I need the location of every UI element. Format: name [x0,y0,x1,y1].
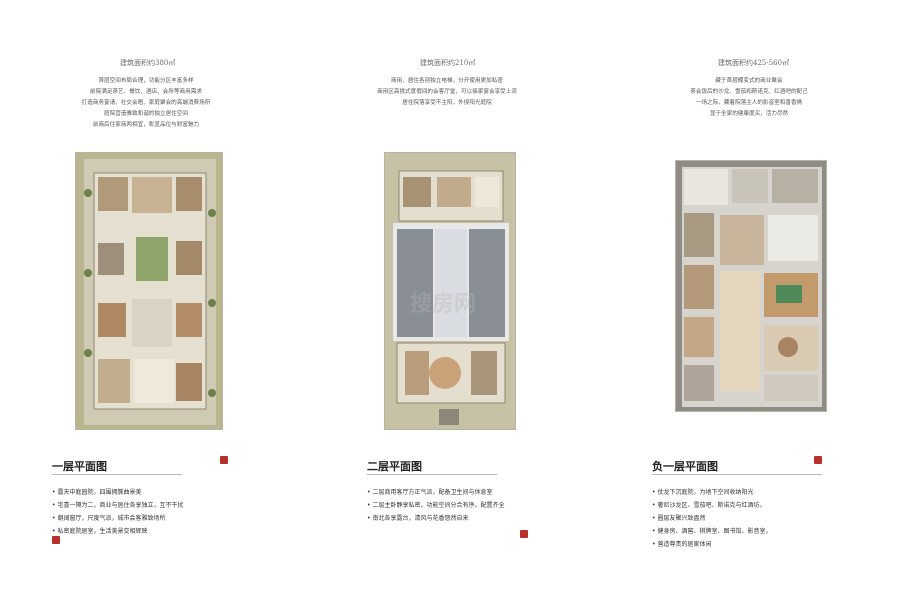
feature-item: 朝阔窗厅，尺度气派，城市会客雅致场所 [52,512,183,525]
floor-plan-image [675,160,827,412]
description-line: 显于全家的健康度买，活力尽然 [709,111,789,117]
area-label: 建筑面积约425-560㎡ [718,59,790,67]
description-line: 商用区高挑式度假间的会客厅堂，可以接家宴会享受上流 [377,89,517,95]
description-line: 前商后住家商两相宜，彰显品位与财富魅力 [92,122,200,128]
plan-column-second-floor: 建筑面积约210㎡ 商用、居住各别独立电梯，分开使用更加私密 商用区高挑式度假间… [300,0,600,600]
area-label: 建筑面积约210㎡ [420,59,476,67]
title-divider [652,474,822,475]
description-line: 商用、居住各别独立电梯，分开使用更加私密 [391,78,503,84]
plan-description: 商用、居住各别独立电梯，分开使用更加私密 商用区高挑式度假间的会客厅堂，可以接家… [352,76,542,109]
description-line: 居住院落享受不主阳，外授阳光庭院 [402,100,492,106]
red-seal-stamp [814,456,822,464]
floor-plan-image [384,152,516,430]
description-line: 打造商务宴请、社交会晤、家庭聚会的高端消费场所 [81,100,211,106]
description-line: 藏于首层蝶变式的商业聚会 [715,78,783,84]
feature-list: 二层商用客厅方正气派，配备卫生间与休息室 二层主卧静享私密，功能空间分合有序，配… [367,486,504,525]
feature-item: 宅喜一隔为二，商业与居住各享独立，互不干扰 [52,499,183,512]
feature-item: 奢尼沙龙区、雪茄吧、斯诺克与红酒坊， [652,499,771,512]
floor-plan-title: 负一层平面图 [652,460,718,473]
feature-item: 二层商用客厅方正气派，配备卫生间与休息室 [367,486,504,499]
watermark: 搜房网 [410,292,477,317]
feature-item: 健身房、酒窖、棋牌室、图书馆、影音室， [652,525,771,538]
description-line: 前院满足茶艺、餐饮、酒店、会所等商用需求 [90,89,202,95]
title-divider [52,474,182,475]
feature-item: 南北各享露台，清风与花香悠然自来 [367,512,504,525]
feature-item: 露天中庭园院，四围拥簇曲景美 [52,486,183,499]
feature-item: 仗龙下沉庭院，为地下空间收纳阳光 [652,486,771,499]
title-divider [367,474,497,475]
red-seal-stamp [52,536,60,544]
description-line: 庭院营造雅致和谐的独立居住空间 [104,111,188,117]
feature-list: 露天中庭园院，四围拥簇曲景美 宅喜一隔为二，商业与居住各享独立，互不干扰 朝阔窗… [52,486,183,538]
plan-description: 藏于首层蝶变式的商业聚会 茶会饭后的沙龙、雪茄和斯诺克、红酒吧的配己 一场之际，… [654,76,844,120]
plan-column-basement: 建筑面积约425-560㎡ 藏于首层蝶变式的商业聚会 茶会饭后的沙龙、雪茄和斯诺… [600,0,900,600]
description-line: 茶会饭后的沙龙、雪茄和斯诺克、红酒吧的配己 [690,89,808,95]
feature-item: 私密庭院居室，生活美景交相辉映 [52,525,183,538]
description-line: 一场之际，藏着院落主人的影音室和香香情 [695,100,803,106]
floor-plan-title: 二层平面图 [367,460,422,473]
floor-plan-image [75,152,223,430]
floor-plan-title: 一层平面图 [52,460,107,473]
plan-column-ground-floor: 建筑面积约380㎡ 首层空间布局合理，功能分区丰富多样 前院满足茶艺、餐饮、酒店… [0,0,300,600]
feature-item: 圈层友聚兴致盎然 [652,512,771,525]
description-line: 首层空间布局合理，功能分区丰富多样 [98,78,194,84]
feature-list: 仗龙下沉庭院，为地下空间收纳阳光 奢尼沙龙区、雪茄吧、斯诺克与红酒坊， 圈层友聚… [652,486,771,551]
feature-item: 营造尊贵的居家体闲 [652,538,771,551]
area-label: 建筑面积约380㎡ [120,59,176,67]
feature-item: 二层主卧静享私密，功能空间分合有序，配置齐全 [367,499,504,512]
plan-description: 首层空间布局合理，功能分区丰富多样 前院满足茶艺、餐饮、酒店、会所等商用需求 打… [51,76,241,131]
red-seal-stamp [520,530,528,538]
red-seal-stamp [220,456,228,464]
